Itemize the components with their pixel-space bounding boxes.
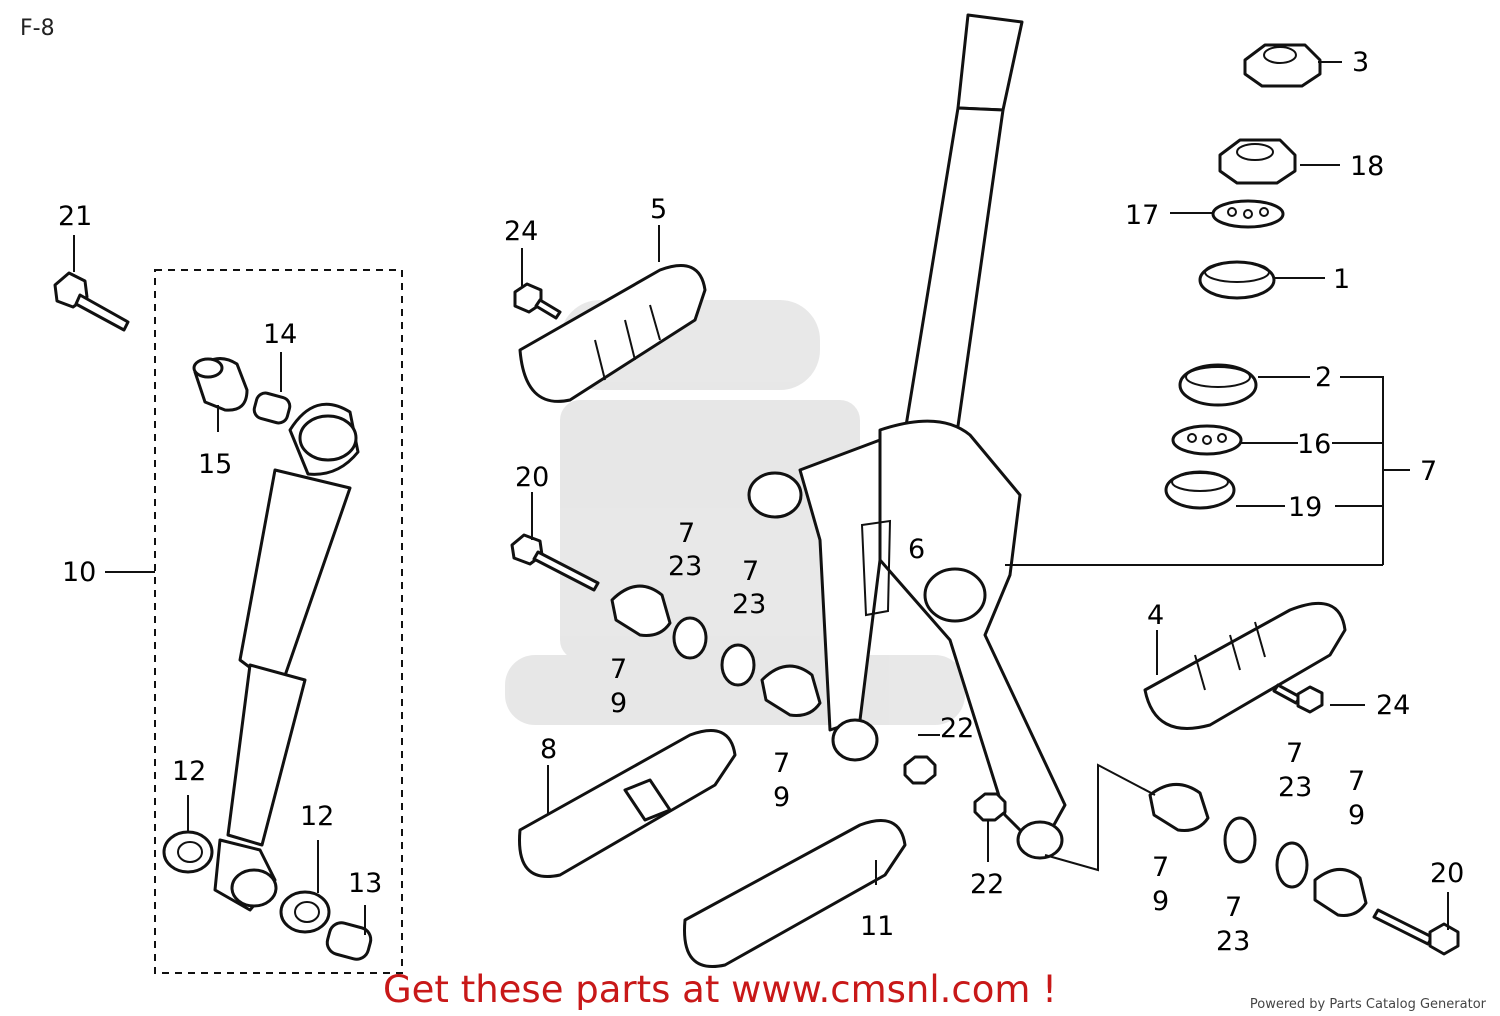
pivot-arm-8[interactable] bbox=[518, 729, 737, 878]
callout-2: 2 bbox=[1315, 362, 1332, 393]
callout-5: 5 bbox=[650, 194, 667, 225]
callout-14: 14 bbox=[263, 319, 297, 350]
nut-22a[interactable] bbox=[903, 755, 937, 785]
shock-absorber-assembly-box bbox=[154, 269, 403, 974]
screw-24a[interactable] bbox=[513, 282, 562, 320]
callout-12b: 12 bbox=[300, 801, 334, 832]
callout-7-seal-b: 7 bbox=[742, 556, 759, 587]
callout-9c: 9 bbox=[1348, 800, 1365, 831]
shock-absorber-10[interactable] bbox=[213, 402, 360, 912]
callout-7-bush-b: 7 bbox=[773, 748, 790, 779]
powered-by-label: Powered by Parts Catalog Generator bbox=[1249, 997, 1486, 1012]
lock-nut-3[interactable] bbox=[1243, 43, 1322, 88]
steel-ball-17[interactable] bbox=[1211, 199, 1285, 229]
callout-24b: 24 bbox=[1376, 690, 1410, 721]
callout-23d: 23 bbox=[1216, 926, 1250, 957]
pivot-cover-4[interactable] bbox=[1143, 601, 1347, 730]
rubber-bush-9d[interactable] bbox=[1313, 868, 1368, 917]
oil-seal-23a[interactable] bbox=[672, 616, 708, 660]
callout-24a: 24 bbox=[504, 216, 538, 247]
collar-13[interactable] bbox=[325, 920, 374, 962]
page-reference: F-8 bbox=[20, 16, 55, 41]
callout-11: 11 bbox=[860, 911, 894, 942]
callout-17: 17 bbox=[1125, 200, 1159, 231]
rubber-bush-12a[interactable] bbox=[162, 830, 214, 874]
top-cone-race-18[interactable] bbox=[1218, 138, 1297, 185]
bolt-20b[interactable] bbox=[1372, 908, 1460, 956]
callout-22a: 22 bbox=[940, 713, 974, 744]
oil-seal-23c[interactable] bbox=[1223, 816, 1257, 864]
callout-23b: 23 bbox=[732, 589, 766, 620]
callout-9d: 9 bbox=[1152, 886, 1169, 917]
bottom-cone-race-19[interactable] bbox=[1164, 470, 1236, 510]
rubber-bush-9c[interactable] bbox=[1148, 783, 1210, 832]
steel-ball-16[interactable] bbox=[1171, 424, 1243, 456]
collar-14[interactable] bbox=[252, 391, 292, 425]
bottom-ball-race-2[interactable] bbox=[1178, 363, 1258, 407]
top-ball-race-1[interactable] bbox=[1198, 260, 1276, 300]
callout-19: 19 bbox=[1288, 492, 1322, 523]
callout-21: 21 bbox=[58, 201, 92, 232]
callout-20a: 20 bbox=[515, 462, 549, 493]
rubber-bush-9a[interactable] bbox=[610, 584, 672, 637]
callout-10: 10 bbox=[62, 557, 96, 588]
callout-7-seal-d: 7 bbox=[1225, 892, 1242, 923]
callout-9b: 9 bbox=[773, 782, 790, 813]
callout-7-bush-d: 7 bbox=[1152, 852, 1169, 883]
callout-7-bush-c: 7 bbox=[1348, 766, 1365, 797]
callout-7-bearing: 7 bbox=[1420, 456, 1437, 487]
bushing-15[interactable] bbox=[192, 357, 249, 412]
callout-16: 16 bbox=[1297, 429, 1331, 460]
callout-23a: 23 bbox=[668, 551, 702, 582]
oil-seal-23b[interactable] bbox=[720, 643, 756, 687]
bolt-21[interactable] bbox=[53, 271, 130, 332]
callout-13: 13 bbox=[348, 868, 382, 899]
bolt-20a[interactable] bbox=[510, 533, 600, 592]
callout-20b: 20 bbox=[1430, 858, 1464, 889]
rubber-bush-9b[interactable] bbox=[760, 664, 822, 717]
callout-7-bush-a: 7 bbox=[610, 654, 627, 685]
callout-9a: 9 bbox=[610, 688, 627, 719]
callout-23c: 23 bbox=[1278, 772, 1312, 803]
callout-7-seal-a: 7 bbox=[678, 518, 695, 549]
leader-lines bbox=[73, 61, 1449, 935]
callout-8: 8 bbox=[540, 734, 557, 765]
callout-12a: 12 bbox=[172, 756, 206, 787]
callout-3: 3 bbox=[1352, 47, 1369, 78]
screw-24b[interactable] bbox=[1272, 683, 1324, 714]
callout-7-seal-c: 7 bbox=[1286, 738, 1303, 769]
steering-stem-6[interactable] bbox=[747, 13, 1067, 860]
callout-15: 15 bbox=[198, 449, 232, 480]
promo-link[interactable]: Get these parts at www.cmsnl.com ! bbox=[383, 968, 1058, 1011]
rubber-bush-12b[interactable] bbox=[279, 890, 331, 934]
pivot-cover-5[interactable] bbox=[518, 264, 707, 403]
callout-6: 6 bbox=[908, 534, 925, 565]
nut-22b[interactable] bbox=[973, 792, 1007, 822]
oil-seal-23d[interactable] bbox=[1275, 841, 1309, 889]
callout-22b: 22 bbox=[970, 869, 1004, 900]
callout-18: 18 bbox=[1350, 151, 1384, 182]
pivot-arm-11[interactable] bbox=[683, 819, 907, 968]
callout-4: 4 bbox=[1147, 600, 1164, 631]
callout-numbers: 3 18 17 1 2 16 7 19 21 14 15 10 12 12 13… bbox=[58, 47, 1464, 957]
callout-1: 1 bbox=[1333, 264, 1350, 295]
